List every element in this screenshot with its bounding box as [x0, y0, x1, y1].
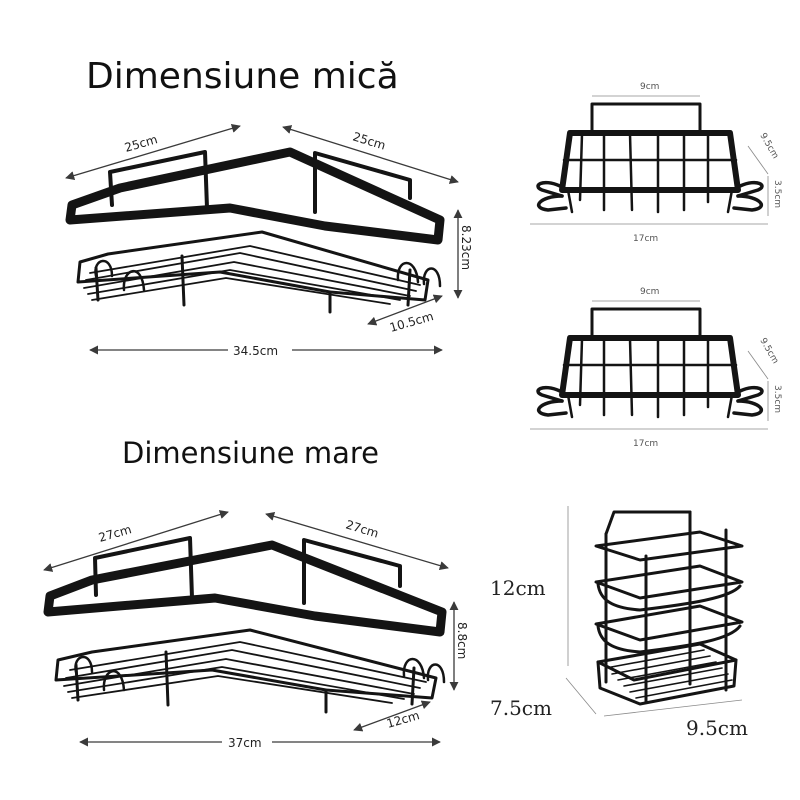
small-corner-dimensions — [65, 123, 463, 359]
large-corner-shelf — [43, 536, 447, 714]
soap-bottom-width-label: 9cm — [640, 287, 659, 297]
rack-height-label: 12cm — [490, 576, 546, 600]
soap-dish-top-dimensions — [530, 95, 769, 225]
soap-dish-top — [536, 102, 764, 214]
tall-rack-dimensions — [565, 506, 743, 717]
heading-small-size: Dimensiune mică — [86, 56, 399, 97]
soap-bottom-bottom-label: 17cm — [633, 439, 658, 449]
large-side-left-label: 27cm — [97, 522, 133, 545]
large-corner-dimensions — [43, 510, 459, 751]
soap-top-bottom-label: 17cm — [633, 234, 658, 244]
small-depth-label: 10.5cm — [388, 309, 435, 335]
soap-top-hook-label: 3.5cm — [772, 180, 782, 208]
small-width-label: 34.5cm — [233, 344, 278, 358]
soap-dish-bottom-dimensions — [530, 300, 769, 430]
small-side-right-label: 25cm — [351, 129, 387, 152]
heading-large-size: Dimensiune mare — [122, 436, 379, 470]
large-width-label: 37cm — [228, 736, 262, 750]
soap-bottom-side-label: 9.5cm — [757, 337, 780, 366]
soap-dish-bottom — [536, 307, 764, 419]
large-depth-label: 12cm — [385, 708, 421, 731]
rack-width-label: 9.5cm — [686, 716, 748, 740]
soap-top-width-label: 9cm — [640, 82, 659, 92]
soap-bottom-hook-label: 3.5cm — [772, 385, 782, 413]
rack-depth-label: 7.5cm — [490, 696, 552, 720]
small-height-label: 8.23cm — [459, 225, 473, 270]
large-side-right-label: 27cm — [344, 517, 380, 540]
soap-top-side-label: 9.5cm — [757, 132, 780, 161]
large-height-label: 8.8cm — [455, 622, 469, 659]
tall-three-tier-rack — [594, 510, 744, 706]
small-corner-shelf — [65, 147, 445, 314]
